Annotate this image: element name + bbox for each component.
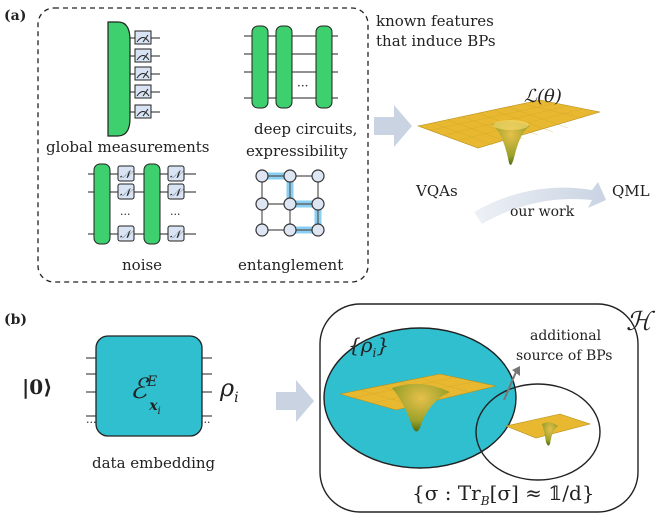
layer-gate — [93, 163, 111, 245]
our-work-arrow — [474, 182, 606, 224]
additional-label-1: additional — [530, 328, 602, 344]
vqa-label: VQAs — [415, 182, 458, 200]
noise-symbol: 𝒩 — [170, 186, 184, 199]
loss-landscape-data — [339, 373, 497, 432]
arrow-a — [374, 105, 412, 147]
label-noise: noise — [122, 256, 162, 274]
svg-text:···: ··· — [297, 79, 308, 93]
features-box — [37, 7, 369, 283]
layer-gate — [275, 25, 293, 109]
concentrated-states-region — [475, 383, 601, 481]
layer-gate — [143, 163, 161, 245]
label-deep-1: deep circuits, — [254, 120, 357, 138]
embedding-caption: data embedding — [92, 454, 216, 472]
ket-zero: |0⟩ — [22, 375, 52, 399]
svg-text:···: ··· — [170, 208, 181, 221]
qubit-node — [255, 169, 269, 183]
loss-landscape — [416, 99, 601, 165]
global-measurement-circuit — [107, 21, 160, 137]
svg-text:···: ··· — [86, 416, 97, 429]
label-global-measurements: global measurements — [46, 138, 209, 156]
svg-text:···: ··· — [200, 416, 211, 429]
condition-label: {σ : TrB[σ] ≈ 𝟙/d} — [412, 481, 594, 508]
embedding-circuit: ··· ··· — [86, 335, 212, 437]
side-text-line-1: known features — [376, 12, 494, 30]
svg-text:···: ··· — [120, 208, 131, 221]
noise-symbol: 𝒩 — [170, 228, 184, 241]
label-deep-2: expressibility — [246, 142, 348, 160]
panel-b-label: (b) — [4, 312, 27, 328]
qubit-node — [283, 223, 297, 237]
layer-gate — [315, 25, 333, 109]
noise-symbol: 𝒩 — [120, 168, 134, 181]
flat-loss-landscape — [504, 413, 592, 446]
panel-a-label: (a) — [4, 8, 26, 24]
loss-label: ℒ(θ) — [524, 86, 562, 107]
layer-gate — [251, 25, 269, 109]
meter-column — [130, 30, 160, 119]
hilbert-space-box — [319, 303, 639, 513]
qubit-node — [311, 169, 325, 183]
additional-source-arrow — [503, 371, 517, 401]
data-states-label: {ρi} — [348, 333, 389, 360]
side-text-line-2: that induce BPs — [376, 32, 496, 50]
qubit-node — [255, 197, 269, 211]
qubit-node — [311, 223, 325, 237]
rho-output: ρi — [219, 374, 239, 406]
arrow-b — [276, 380, 314, 422]
noise-symbol: 𝒩 — [170, 168, 184, 181]
noise-symbol: 𝒩 — [120, 186, 134, 199]
qubit-node — [311, 197, 325, 211]
global-gate — [107, 21, 131, 137]
label-entanglement: entanglement — [238, 256, 343, 274]
entanglement-graph — [255, 169, 325, 237]
qubit-node — [283, 197, 297, 211]
hilbert-symbol: ℋ — [626, 307, 656, 337]
noise-symbol: 𝒩 — [120, 228, 134, 241]
noise-circuit: ··· ··· — [88, 163, 196, 245]
qubit-node — [255, 223, 269, 237]
deep-circuit: ··· — [244, 25, 338, 109]
our-work-label: our work — [510, 204, 575, 220]
qml-label: QML — [612, 182, 650, 200]
qubit-node — [283, 169, 297, 183]
embedding-gate — [95, 335, 203, 437]
additional-label-2: source of BPs — [516, 348, 612, 364]
